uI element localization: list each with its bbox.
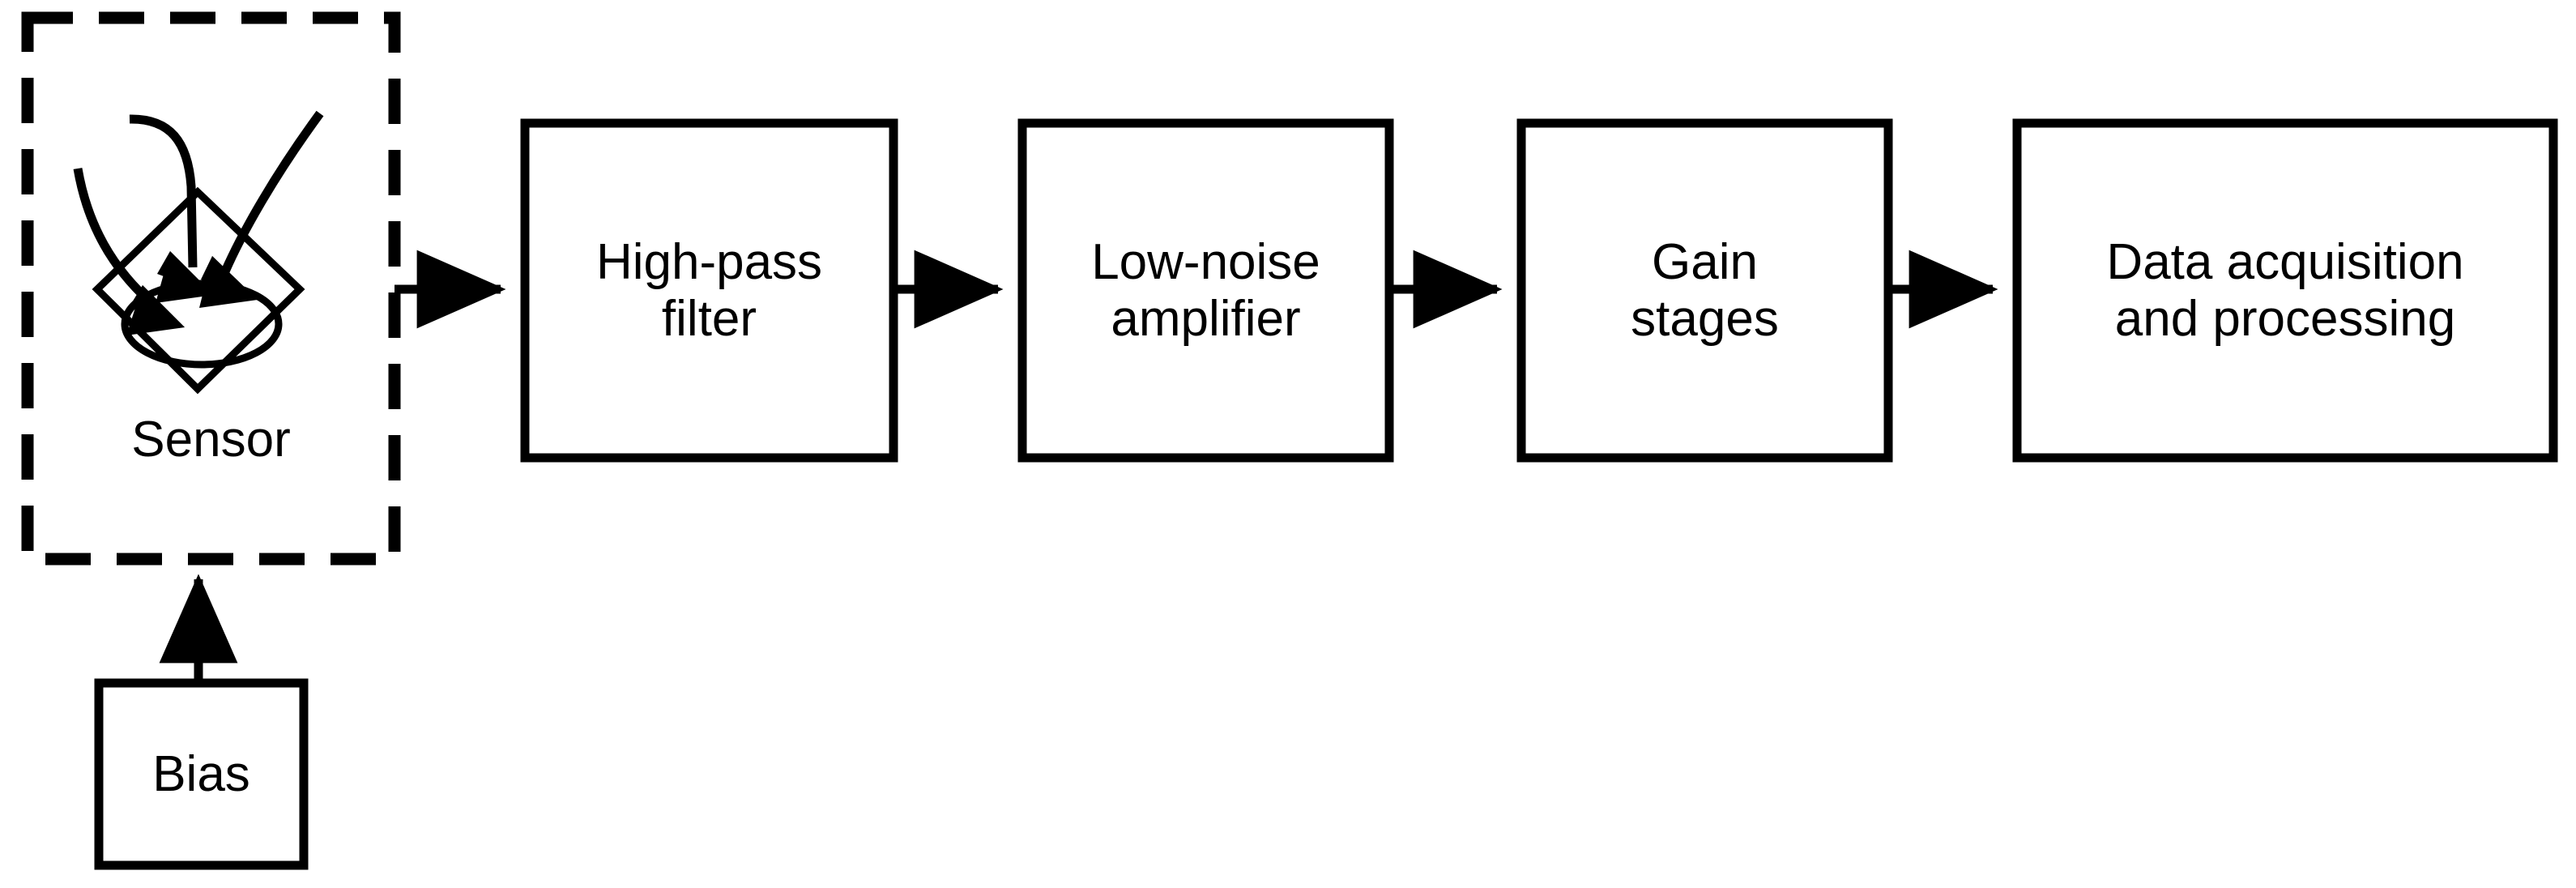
magnetic-sensor-icon [73,110,324,395]
block-rect-gain-stages [1516,118,1893,463]
block-rect-data-acquisition [2012,118,2558,463]
sensor-label: Sensor [131,412,291,467]
block-rect-bias [94,678,309,870]
sensor-dashed-container [21,11,401,566]
block-rect-low-noise-amplifier [1017,118,1394,463]
block-rect-high-pass-filter [520,118,898,463]
